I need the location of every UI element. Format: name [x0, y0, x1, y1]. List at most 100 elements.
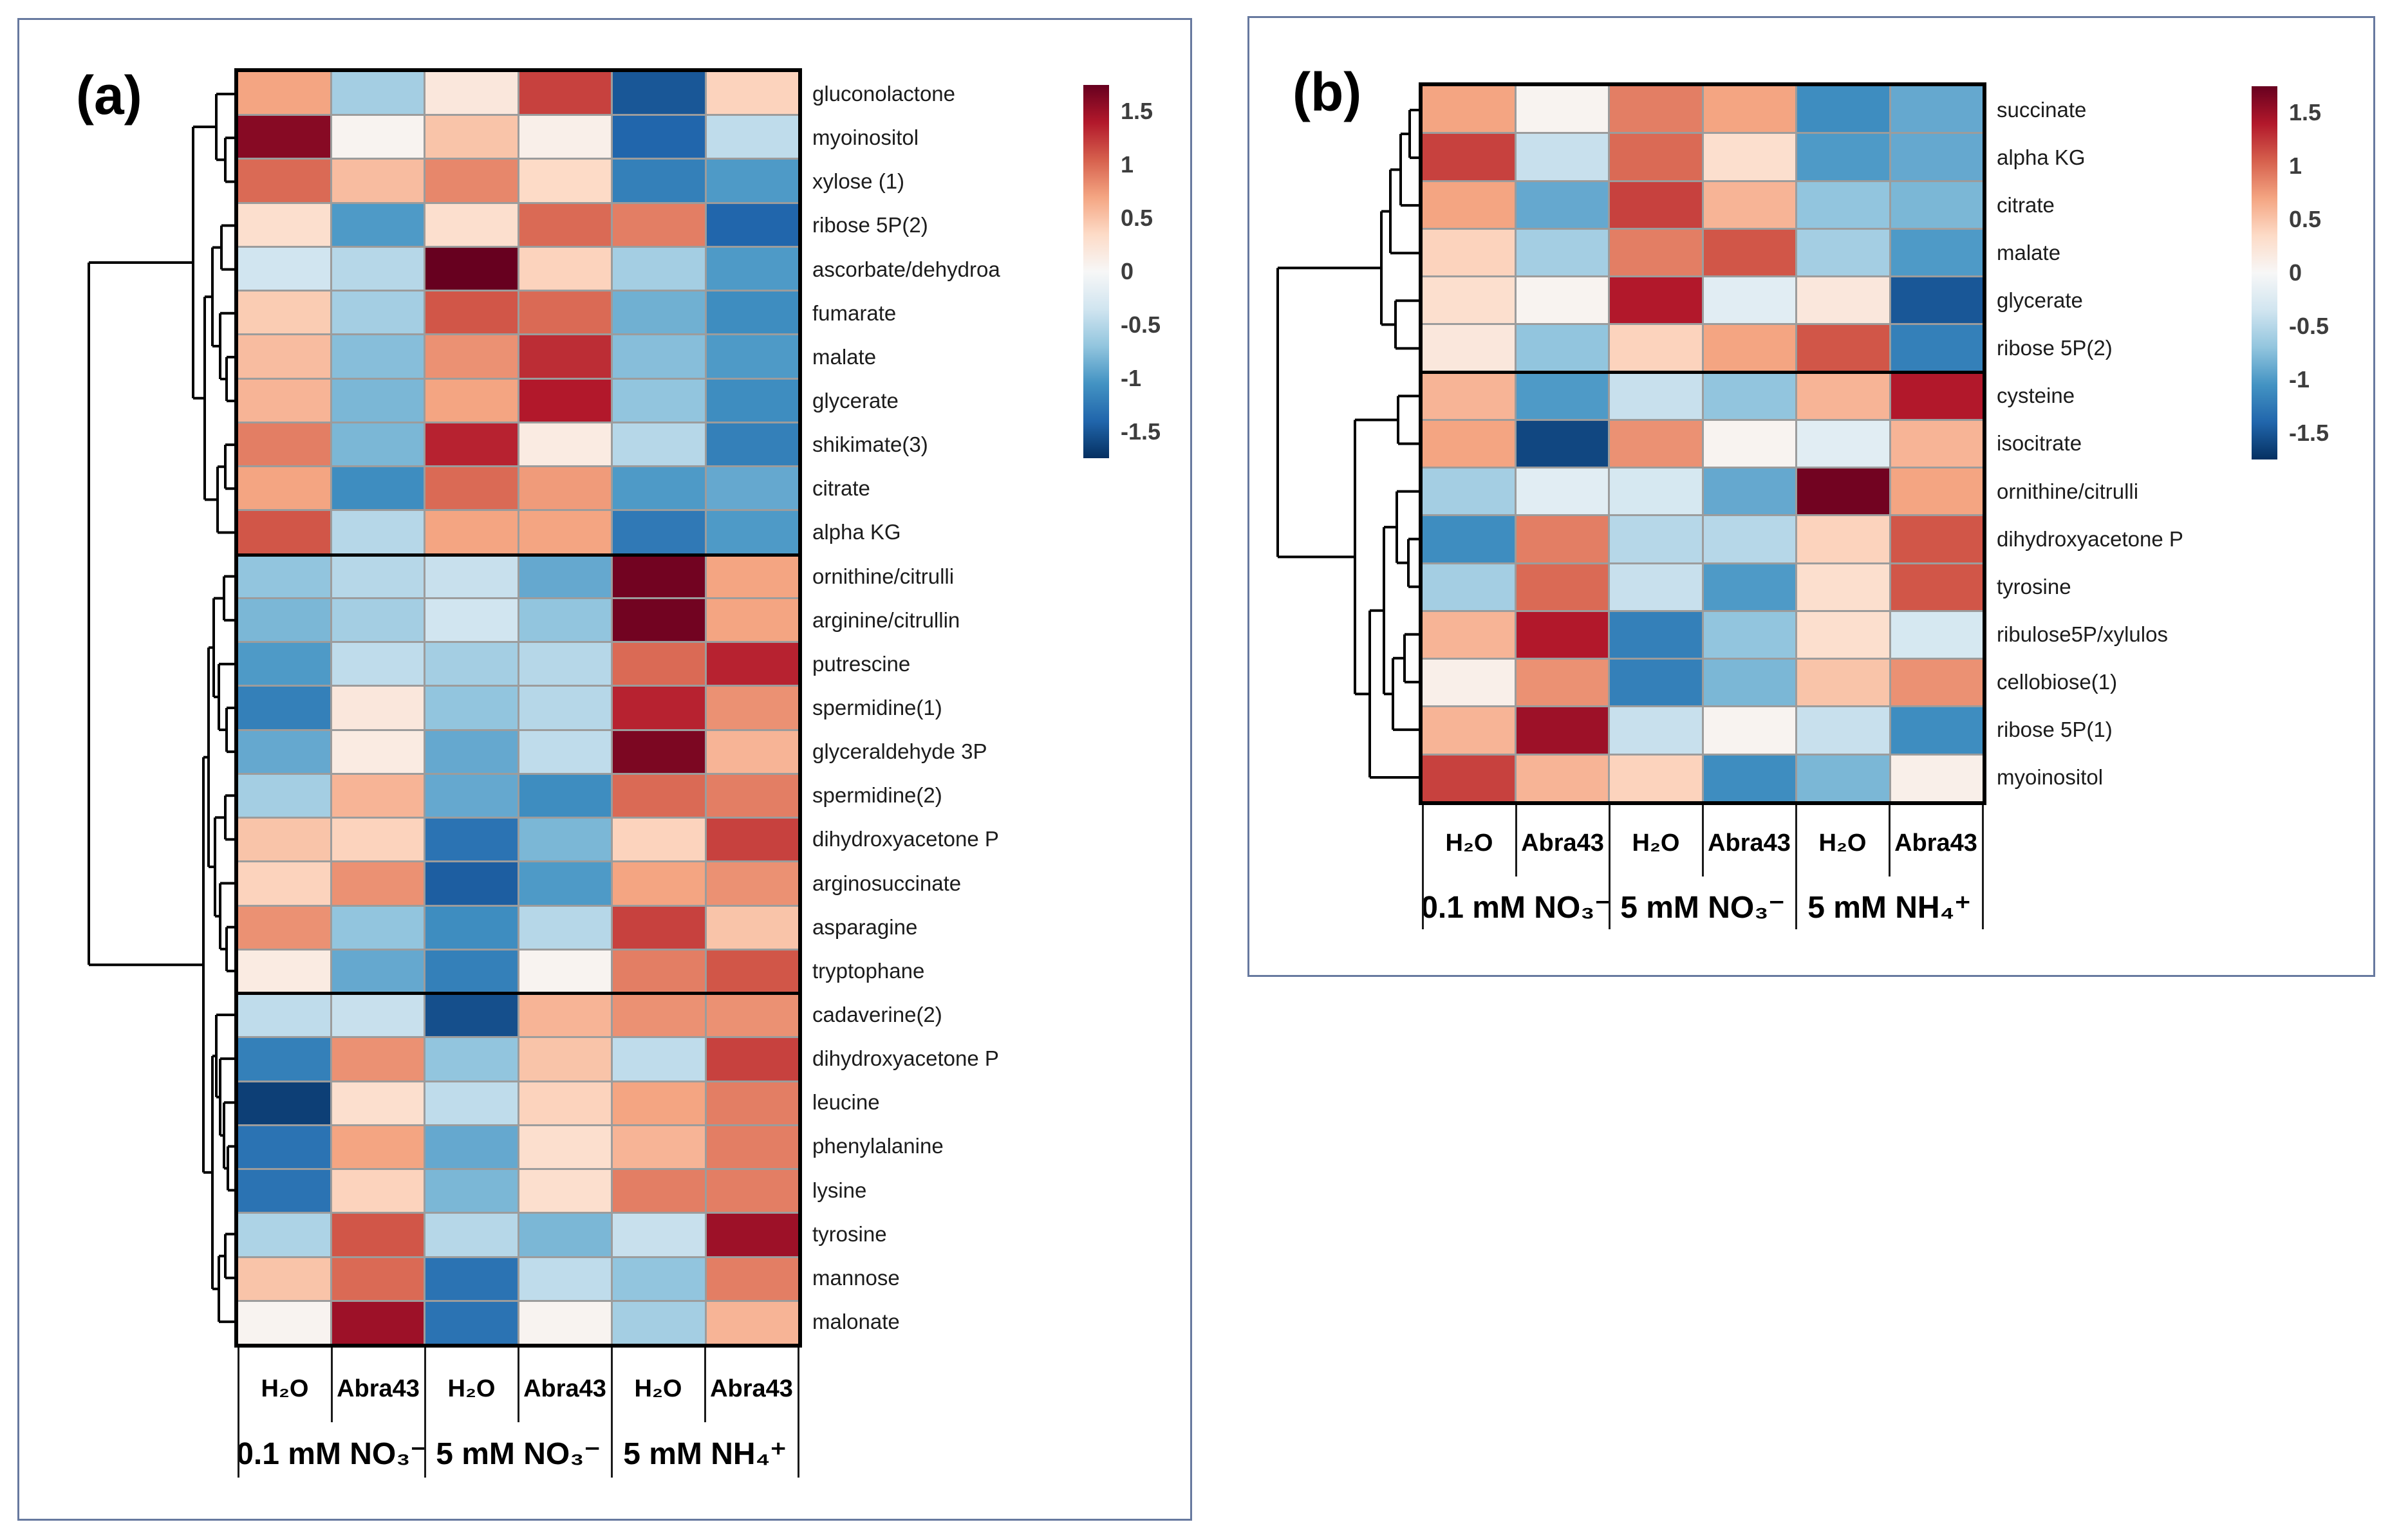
heatmap-cell	[706, 247, 798, 290]
heatmap-cell	[519, 862, 611, 905]
heatmap-cell	[613, 906, 705, 949]
heatmap-cell	[238, 72, 330, 115]
heatmap-cell	[1703, 755, 1795, 801]
heatmap-cell	[331, 819, 424, 861]
heatmap-cell	[331, 423, 424, 466]
heatmap-cell	[519, 1038, 611, 1081]
heatmap-cell	[331, 598, 424, 642]
heatmap-cell	[331, 511, 424, 553]
heatmap-cell	[613, 1126, 705, 1169]
heatmap-cell	[425, 1170, 518, 1212]
heatmap-cell	[1610, 611, 1702, 658]
heatmap-cell	[331, 862, 424, 905]
heatmap-cell	[238, 994, 330, 1037]
heatmap-cell	[1610, 86, 1702, 133]
heatmap-cell	[1516, 611, 1608, 658]
heatmap-cell	[519, 774, 611, 817]
heatmap-cell	[1516, 181, 1608, 228]
heatmap-cell	[425, 1214, 518, 1256]
heatmap-cell	[1703, 229, 1795, 276]
heatmap-cell	[1891, 134, 1983, 180]
heatmap-cell	[706, 730, 798, 773]
heatmap-cell	[238, 116, 330, 158]
heatmap-cell	[331, 247, 424, 290]
heatmap-cell	[1891, 516, 1983, 562]
heatmap-cell	[1610, 707, 1702, 754]
heatmap-cell	[613, 203, 705, 246]
heatmap-cell	[1703, 707, 1795, 754]
heatmap-cell	[613, 643, 705, 685]
heatmap-cell	[706, 1082, 798, 1124]
heatmap-cell	[519, 906, 611, 949]
heatmap-cell	[706, 994, 798, 1037]
heatmap-cell	[238, 862, 330, 905]
heatmap-cell	[1423, 564, 1515, 610]
heatmap-cell	[613, 247, 705, 290]
heatmap-cell	[1797, 181, 1889, 228]
heatmap-cell	[1797, 516, 1889, 562]
heatmap-cell	[613, 730, 705, 773]
heatmap-cell	[706, 1257, 798, 1300]
heatmap-cell	[519, 555, 611, 597]
heatmap-cell	[238, 203, 330, 246]
heatmap-cell	[425, 774, 518, 817]
heatmap-cell	[1703, 660, 1795, 706]
heatmap-cell	[519, 467, 611, 510]
heatmap-cell	[1797, 277, 1889, 324]
heatmap-cell	[425, 1038, 518, 1081]
heatmap-cell	[1891, 373, 1983, 419]
heatmap-cell	[1797, 755, 1889, 801]
heatmap-cell	[238, 335, 330, 378]
heatmap-cell	[1516, 325, 1608, 371]
heatmap-cell	[331, 774, 424, 817]
heatmap-cell	[706, 555, 798, 597]
heatmap-cell	[1610, 468, 1702, 515]
heatmap-cell	[1516, 229, 1608, 276]
heatmap-cell	[425, 687, 518, 729]
heatmap-cell	[613, 116, 705, 158]
heatmap-cell	[519, 950, 611, 993]
heatmap-cell	[425, 247, 518, 290]
heatmap-cell	[519, 730, 611, 773]
heatmap-cell	[706, 423, 798, 466]
heatmap-cell	[1891, 325, 1983, 371]
heatmap-cell	[519, 335, 611, 378]
heatmap-cell	[1516, 468, 1608, 515]
heatmap-cell	[238, 774, 330, 817]
heatmap-cell	[1891, 229, 1983, 276]
heatmap-cell	[613, 379, 705, 422]
heatmap-cell	[1423, 468, 1515, 515]
heatmap-cell	[1610, 420, 1702, 467]
heatmap-cell	[706, 598, 798, 642]
heatmap-cell	[613, 687, 705, 729]
heatmap-cell	[613, 1214, 705, 1256]
heatmap-cell	[1797, 468, 1889, 515]
heatmap-cell	[519, 994, 611, 1037]
heatmap-cell	[1423, 755, 1515, 801]
heatmap-cell	[1797, 134, 1889, 180]
heatmap-cell	[1703, 134, 1795, 180]
heatmap-cell	[1423, 277, 1515, 324]
heatmap-cell	[238, 247, 330, 290]
heatmap-cell	[1423, 134, 1515, 180]
heatmap-cell	[1516, 134, 1608, 180]
heatmap-cell	[331, 994, 424, 1037]
heatmap-cell	[331, 1126, 424, 1169]
heatmap-cell	[331, 72, 424, 115]
heatmap-cell	[1891, 611, 1983, 658]
heatmap-cell	[1797, 420, 1889, 467]
heatmap-cell	[706, 292, 798, 334]
heatmap-cell	[238, 467, 330, 510]
heatmap-cell	[238, 1257, 330, 1300]
heatmap-cell	[519, 292, 611, 334]
heatmap-cell	[331, 1301, 424, 1344]
heatmap-cell	[613, 160, 705, 202]
heatmap-cell	[519, 423, 611, 466]
heatmap-cell	[238, 643, 330, 685]
heatmap-cell	[331, 160, 424, 202]
heatmap-cell	[331, 1257, 424, 1300]
heatmap-cell	[331, 379, 424, 422]
heatmap-cell	[1423, 86, 1515, 133]
heatmap-cell	[613, 598, 705, 642]
heatmap-cell	[1423, 707, 1515, 754]
